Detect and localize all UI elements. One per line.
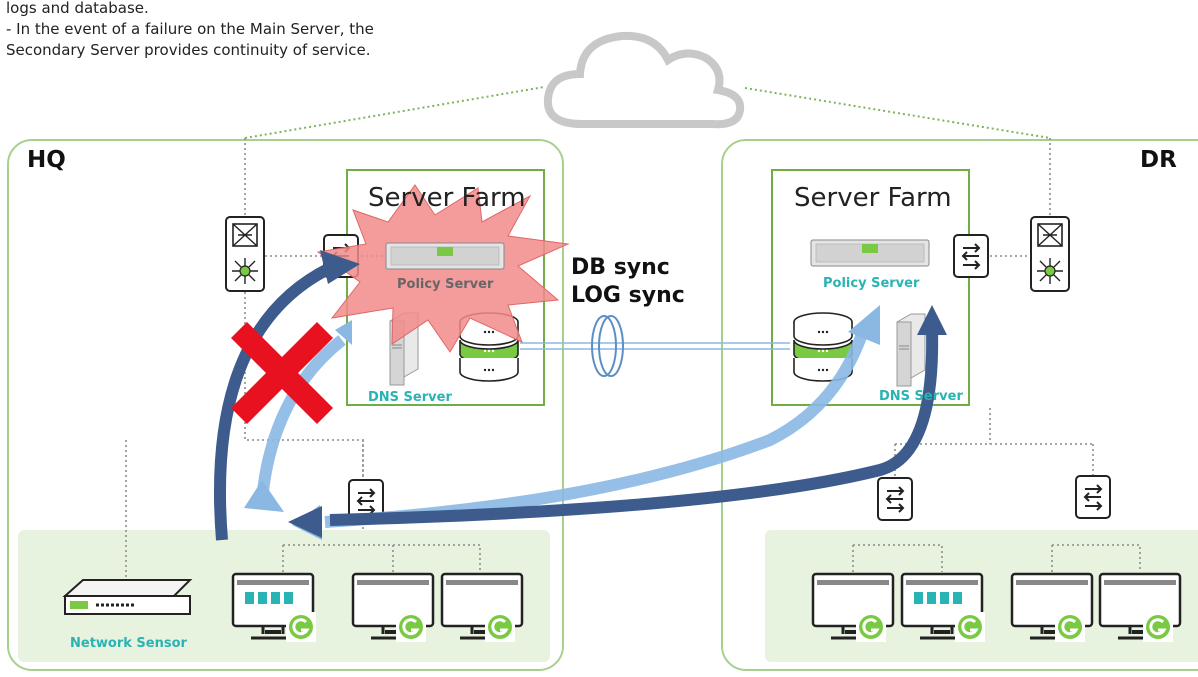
cloud-link xyxy=(244,86,1051,139)
sync-link xyxy=(520,315,790,377)
description-text: logs and database. - In the event of a f… xyxy=(6,0,466,61)
hq-monitor-1 xyxy=(231,572,318,644)
dr-monitor-2 xyxy=(900,572,987,644)
arrow-head xyxy=(848,305,880,345)
dr-site-label: DR xyxy=(1140,147,1177,173)
dr-policy-server-icon xyxy=(810,239,930,267)
arrow-head xyxy=(320,250,360,284)
dr-router-icon xyxy=(1030,216,1070,292)
arrow-head xyxy=(917,305,947,335)
agent-icon xyxy=(483,610,517,644)
description-line: logs and database. xyxy=(6,0,149,17)
failure-x-icon xyxy=(231,322,333,424)
hq-farm-title: Server Farm xyxy=(368,183,526,213)
hq-dns-server-label: DNS Server xyxy=(368,390,452,405)
hq-site-label: HQ xyxy=(27,147,66,173)
agent-icon xyxy=(1053,610,1087,644)
agent-icon xyxy=(394,610,428,644)
failover-arrows-dark xyxy=(213,262,939,541)
dr-core-switch-icon xyxy=(953,234,989,278)
sync-label: DB sync LOG sync xyxy=(571,254,685,310)
hq-policy-server-icon xyxy=(385,242,505,270)
agent-icon xyxy=(953,610,987,644)
hq-router-icon xyxy=(225,216,265,292)
network-sensor-label: Network Sensor xyxy=(70,636,187,651)
db-sync-label: DB sync xyxy=(571,255,670,280)
dr-access-switch-right-icon xyxy=(1075,475,1111,519)
arrow-head xyxy=(288,506,322,538)
dr-access-switch-left-icon xyxy=(877,477,913,521)
agent-icon xyxy=(854,610,888,644)
arrow-head xyxy=(244,480,284,512)
agent-icon xyxy=(1141,610,1175,644)
cloud-icon xyxy=(543,31,745,129)
hq-site-box xyxy=(7,139,564,671)
agent-icon xyxy=(284,610,318,644)
hq-policy-server-label: Policy Server xyxy=(397,277,494,292)
description-line: - In the event of a failure on the Main … xyxy=(6,20,374,38)
arrow-head xyxy=(335,320,352,345)
network-sensor-icon xyxy=(62,579,193,615)
dr-farm-title: Server Farm xyxy=(794,183,952,213)
description-line: Secondary Server provides continuity of … xyxy=(6,41,371,59)
log-sync-label: LOG sync xyxy=(571,283,685,308)
dr-dns-server-label: DNS Server xyxy=(879,389,963,404)
dr-policy-server-label: Policy Server xyxy=(823,276,920,291)
dr-site-box xyxy=(721,139,1198,671)
